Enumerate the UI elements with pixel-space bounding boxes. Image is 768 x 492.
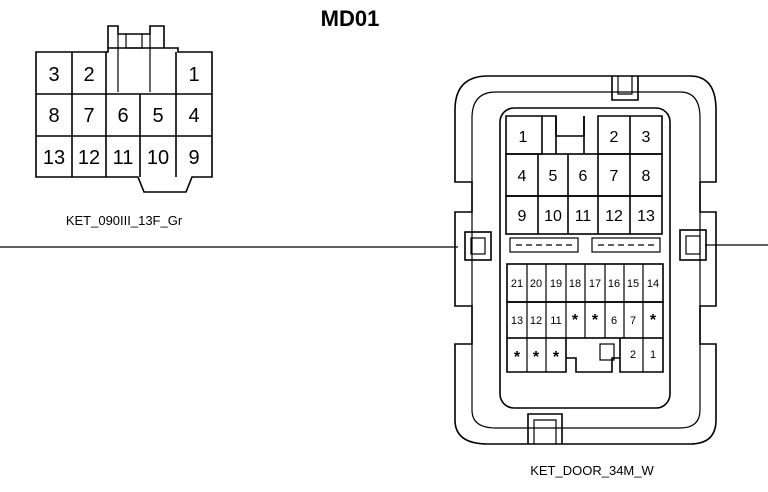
pin-label: 5 <box>549 168 558 185</box>
pin-label: 12 <box>78 147 100 169</box>
pin-label: 4 <box>188 105 199 127</box>
pin-label: 10 <box>147 147 169 169</box>
connector-left-caption: KET_090III_13F_Gr <box>66 213 183 228</box>
pin-label: 13 <box>511 315 523 327</box>
pin-label: 14 <box>647 278 659 290</box>
pin-label: 11 <box>575 208 592 225</box>
pin-label: 6 <box>611 315 617 327</box>
pin-label: 15 <box>627 278 639 290</box>
pin-label: 8 <box>48 105 59 127</box>
pin-label: 11 <box>113 147 134 169</box>
pin-label: * <box>514 349 521 366</box>
diagram-title: MD01 <box>321 6 380 31</box>
pin-label: * <box>533 349 540 366</box>
pin-label: * <box>650 312 657 329</box>
pin-label: 3 <box>48 64 59 86</box>
pin-label: * <box>553 349 560 366</box>
pin-label: 2 <box>83 64 94 86</box>
pin-label: 2 <box>630 349 636 361</box>
pin-label: 17 <box>589 278 601 290</box>
pin-label: 1 <box>188 64 199 86</box>
pin-label: 8 <box>642 168 651 185</box>
connector-left: 3 2 1 8 7 6 5 4 13 12 11 10 9 KET_090III… <box>35 25 213 228</box>
pin-label: 20 <box>530 278 542 290</box>
pin-label: 12 <box>605 208 623 225</box>
pin-label: 4 <box>518 168 527 185</box>
pin-label: 9 <box>518 208 527 225</box>
pin-label: 3 <box>642 129 651 146</box>
pin-label: 6 <box>117 105 128 127</box>
pin-label: 9 <box>188 147 199 169</box>
pin-label: 7 <box>630 315 636 327</box>
pin-label: 12 <box>530 315 542 327</box>
pin-label: 19 <box>550 278 562 290</box>
connector-right-caption: KET_DOOR_34M_W <box>530 463 654 478</box>
pin-label: 13 <box>637 208 655 225</box>
pin-label: 2 <box>610 129 619 146</box>
pin-label: * <box>572 312 579 329</box>
pin-label: 5 <box>152 105 163 127</box>
connector-right: 1 2 3 4 5 6 7 8 9 10 11 12 13 <box>454 75 717 478</box>
pin-label: * <box>592 312 599 329</box>
pin-label: 1 <box>519 129 528 146</box>
pin-label: 13 <box>43 147 65 169</box>
pin-label: 11 <box>550 315 561 327</box>
pin-label: 7 <box>83 105 94 127</box>
pin-label: 18 <box>569 278 581 290</box>
pin-label: 10 <box>544 208 562 225</box>
pin-label: 7 <box>610 168 619 185</box>
pin-label: 16 <box>608 278 620 290</box>
pin-label: 21 <box>511 278 523 290</box>
pin-label: 1 <box>650 349 656 361</box>
pin-label: 6 <box>579 168 588 185</box>
